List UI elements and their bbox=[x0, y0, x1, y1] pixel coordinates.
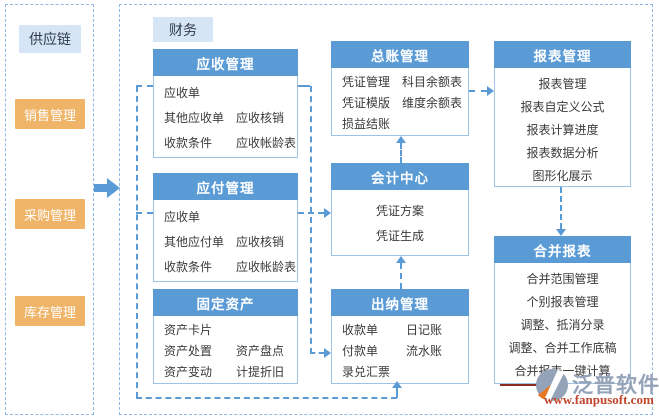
box-item: 报表计算进度 bbox=[526, 123, 599, 137]
box-accounting-center: 会计中心 凭证方案 凭证生成 bbox=[331, 163, 469, 256]
finance-panel: 财务 应收管理 应收单 其他应收单应收核销 收款条件应收帐龄表 bbox=[119, 4, 653, 415]
arrow-right-icon bbox=[324, 208, 331, 218]
box-item: 收款单日记账 bbox=[342, 323, 443, 337]
box-consolidated-reports-header: 合并报表 bbox=[494, 236, 631, 263]
connector-line bbox=[400, 143, 402, 163]
box-general-ledger-header: 总账管理 bbox=[331, 41, 469, 68]
connector-line bbox=[136, 212, 153, 214]
supply-chain-panel: 供应链 销售管理 采购管理 库存管理 bbox=[5, 4, 94, 415]
arrow-down-icon bbox=[556, 229, 566, 236]
box-item: 合并范围管理 bbox=[526, 272, 599, 286]
connector-line bbox=[136, 397, 397, 399]
box-fixed-assets: 固定资产 资产卡片 资产处置资产盘点 资产变动计提折旧 bbox=[153, 289, 298, 384]
arrow-right-icon bbox=[487, 86, 494, 96]
sidebar-item-purchasing: 采购管理 bbox=[15, 199, 85, 229]
arrow-up-icon bbox=[396, 136, 406, 143]
arrow-up-icon bbox=[396, 256, 406, 263]
arrow-right-icon bbox=[324, 348, 331, 358]
sidebar-item-sales: 销售管理 bbox=[15, 99, 85, 129]
box-general-ledger: 总账管理 凭证管理科目余额表 凭证模版维度余额表 损益结账 bbox=[331, 41, 469, 136]
box-item: 其他应收单应收核销 bbox=[164, 111, 285, 125]
box-item: 收款条件应收帐龄表 bbox=[164, 136, 297, 150]
box-item: 报表数据分析 bbox=[526, 146, 599, 160]
box-item: 调整、合并工作底稿 bbox=[508, 341, 617, 355]
box-item: 凭证生成 bbox=[375, 229, 424, 243]
connector-line bbox=[396, 388, 398, 398]
box-item: 资产卡片 bbox=[164, 323, 213, 337]
finance-title: 财务 bbox=[153, 17, 213, 42]
box-item: 凭证管理科目余额表 bbox=[342, 75, 463, 89]
connector-line bbox=[136, 85, 153, 87]
box-item: 资产变动计提折旧 bbox=[164, 365, 285, 379]
connector-line bbox=[136, 86, 138, 398]
box-item: 损益结账 bbox=[342, 117, 391, 131]
connector-line bbox=[298, 85, 310, 87]
box-accounting-center-header: 会计中心 bbox=[331, 163, 469, 190]
box-item: 凭证方案 bbox=[375, 204, 424, 218]
logo-url-text: www.fanpusoft.com bbox=[544, 392, 654, 407]
box-receivables: 应收管理 应收单 其他应收单应收核销 收款条件应收帐龄表 bbox=[153, 49, 298, 158]
connector-line bbox=[560, 187, 562, 229]
box-item: 其他应付单应收核销 bbox=[164, 235, 285, 249]
box-item: 合并报表一键计算 bbox=[514, 364, 611, 378]
box-receivables-header: 应收管理 bbox=[153, 49, 298, 76]
box-item: 应收单 bbox=[164, 210, 201, 224]
box-item: 应收单 bbox=[164, 86, 201, 100]
logo-underline bbox=[500, 384, 544, 386]
fanpu-logo-icon bbox=[536, 369, 568, 401]
box-report-management-header: 报表管理 bbox=[494, 41, 631, 68]
box-payables: 应付管理 应收单 其他应付单应收核销 收款条件应收帐龄表 bbox=[153, 173, 298, 282]
box-item: 个别报表管理 bbox=[526, 295, 599, 309]
box-report-management: 报表管理 报表管理 报表自定义公式 报表计算进度 报表数据分析 图形化展示 bbox=[494, 41, 631, 187]
box-item: 录兑汇票 bbox=[342, 365, 391, 379]
box-consolidated-reports: 合并报表 合并范围管理 个别报表管理 调整、抵消分录 调整、合并工作底稿 合并报… bbox=[494, 236, 631, 384]
supply-chain-title: 供应链 bbox=[19, 25, 81, 53]
connector-line bbox=[298, 212, 324, 214]
box-item: 凭证模版维度余额表 bbox=[342, 96, 463, 110]
box-payables-header: 应付管理 bbox=[153, 173, 298, 200]
box-item: 报表管理 bbox=[538, 77, 587, 91]
box-item: 收款条件应收帐龄表 bbox=[164, 260, 297, 274]
box-item: 图形化展示 bbox=[532, 169, 593, 183]
connector-line bbox=[310, 86, 312, 354]
arrow-up-icon bbox=[392, 381, 402, 388]
box-item: 调整、抵消分录 bbox=[520, 318, 605, 332]
box-cashier-header: 出纳管理 bbox=[331, 289, 469, 316]
box-item: 资产处置资产盘点 bbox=[164, 344, 285, 358]
fanpu-logo: 泛普软件 www.fanpusoft.com bbox=[498, 365, 659, 411]
box-cashier: 出纳管理 收款单日记账 付款单流水账 录兑汇票 bbox=[331, 289, 469, 384]
sidebar-item-inventory: 库存管理 bbox=[15, 296, 85, 326]
logo-brand-text: 泛普软件 bbox=[572, 374, 659, 397]
connector-line bbox=[469, 90, 487, 92]
box-item: 付款单流水账 bbox=[342, 344, 443, 358]
connector-line bbox=[310, 352, 324, 354]
box-item: 报表自定义公式 bbox=[520, 100, 605, 114]
flow-arrow-icon bbox=[94, 178, 120, 198]
connector-line bbox=[400, 263, 402, 289]
box-fixed-assets-header: 固定资产 bbox=[153, 289, 298, 316]
